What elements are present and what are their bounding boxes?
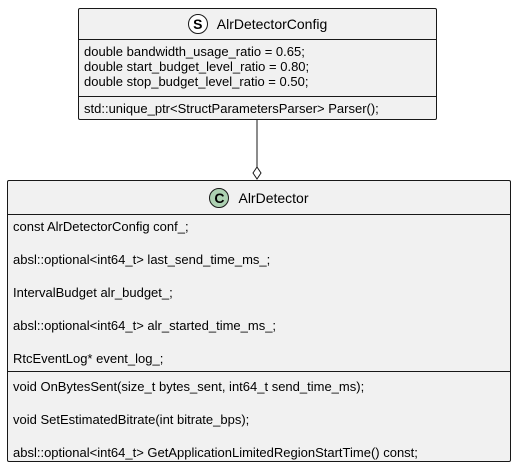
struct-field: double start_budget_level_ratio = 0.80;: [84, 59, 310, 74]
alr-detector-config-struct: S AlrDetectorConfig double bandwidth_usa…: [78, 8, 437, 120]
struct-stereotype-icon: S: [187, 14, 208, 34]
class-stereotype-icon: C: [209, 187, 230, 208]
class-method: void OnBytesSent(size_t bytes_sent, int6…: [13, 379, 365, 394]
class-header: C AlrDetector: [8, 181, 510, 214]
struct-name: AlrDetectorConfig: [216, 16, 328, 32]
class-stereotype-letter: C: [214, 189, 225, 206]
class-field: absl::optional<int64_t> alr_started_time…: [13, 318, 277, 333]
class-field: const AlrDetectorConfig conf_;: [13, 219, 189, 234]
class-field: IntervalBudget alr_budget_;: [13, 285, 173, 300]
class-methods: void OnBytesSent(size_t bytes_sent, int6…: [8, 371, 510, 460]
class-field: RtcEventLog* event_log_;: [13, 351, 164, 366]
struct-fields: double bandwidth_usage_ratio = 0.65; dou…: [79, 39, 436, 96]
aggregation-diamond-icon: [252, 166, 262, 180]
struct-field: double stop_budget_level_ratio = 0.50;: [84, 74, 309, 89]
class-field: absl::optional<int64_t> last_send_time_m…: [13, 252, 271, 267]
struct-header: S AlrDetectorConfig: [79, 9, 436, 39]
class-fields: const AlrDetectorConfig conf_; absl::opt…: [8, 214, 510, 371]
struct-field: double bandwidth_usage_ratio = 0.65;: [84, 44, 305, 59]
class-name: AlrDetector: [238, 189, 309, 206]
struct-method: std::unique_ptr<StructParametersParser> …: [84, 101, 379, 116]
class-method: absl::optional<int64_t> GetApplicationLi…: [13, 445, 418, 460]
struct-stereotype-letter: S: [193, 16, 203, 32]
class-method: void SetEstimatedBitrate(int bitrate_bps…: [13, 412, 250, 427]
struct-methods: std::unique_ptr<StructParametersParser> …: [79, 96, 436, 119]
alr-detector-class: C AlrDetector const AlrDetectorConfig co…: [7, 180, 511, 462]
